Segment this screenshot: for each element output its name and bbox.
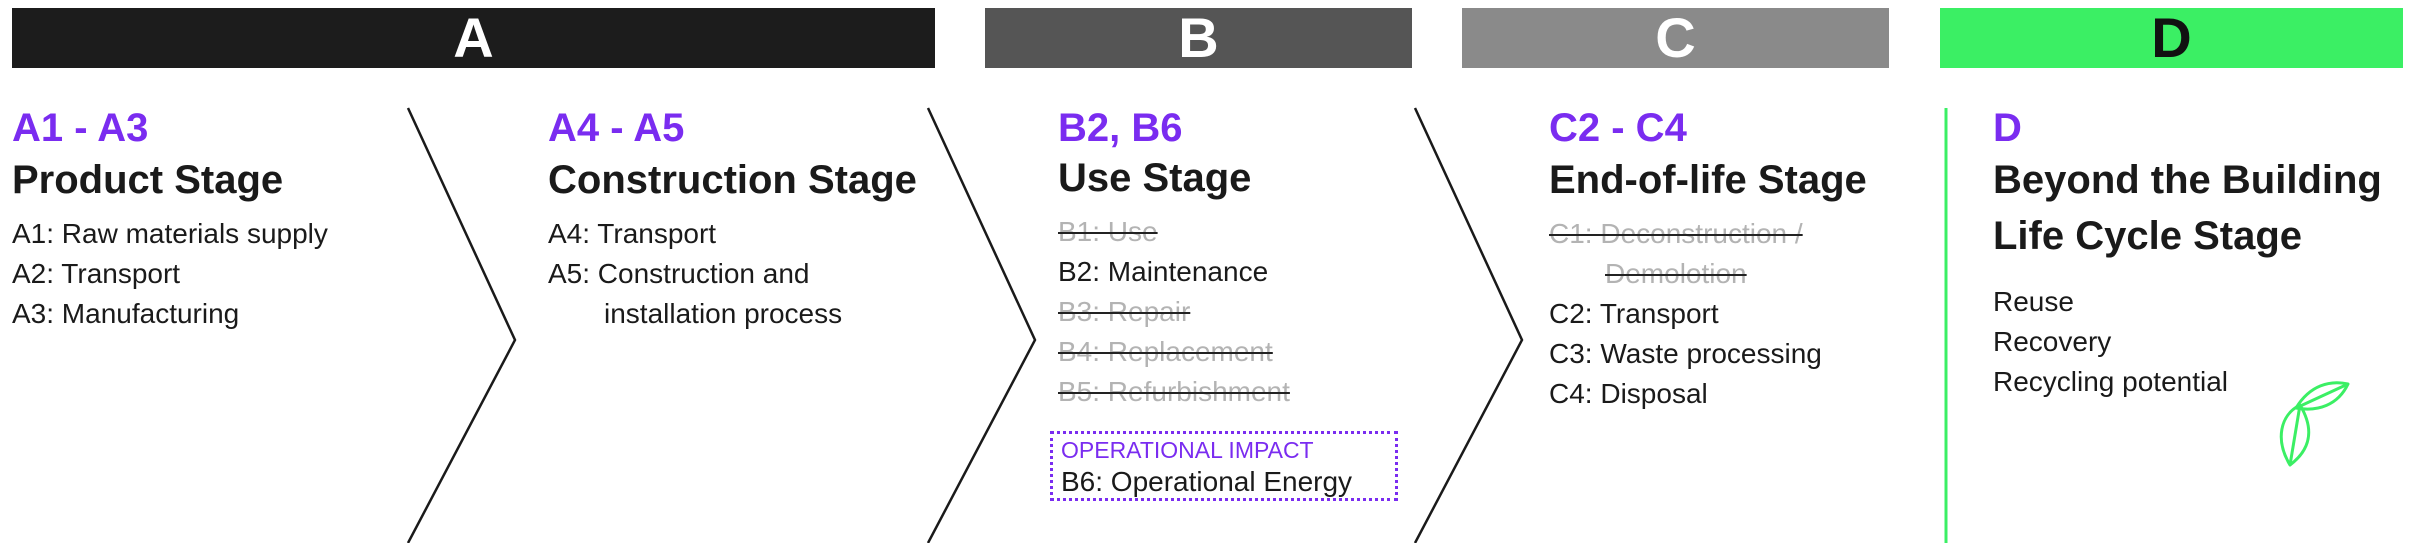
header-bar-b: B — [985, 8, 1412, 68]
list-item-excluded: Demolotion — [1605, 258, 1747, 289]
stage-title: Construction Stage — [548, 158, 917, 202]
divider-chevron-1 — [406, 107, 517, 543]
list-item: Recovery — [1993, 326, 2112, 357]
stage-end-of-life: C2 - C4 End-of-life Stage C1: Deconstruc… — [1549, 104, 1867, 414]
stage-title: Use Stage — [1058, 156, 1252, 200]
operational-impact-label: OPERATIONAL IMPACT — [1061, 437, 1314, 463]
list-item-excluded: B1: Use — [1058, 216, 1158, 247]
stage-product: A1 - A3 Product Stage A1: Raw materials … — [12, 104, 328, 334]
stage-items: A4: Transport A5: Construction and insta… — [548, 214, 917, 334]
list-item: C2: Transport — [1549, 298, 1719, 329]
list-item: installation process — [604, 298, 843, 329]
stage-title-line-2: Life Cycle Stage — [1993, 214, 2303, 258]
list-item-excluded: C1: Deconstruction / — [1549, 218, 1803, 249]
list-item-excluded: B3: Repair — [1058, 296, 1191, 327]
list-item: Recycling potential — [1993, 366, 2229, 397]
stage-title: Product Stage — [12, 158, 284, 202]
divider-chevron-2 — [926, 107, 1037, 543]
list-item-excluded: B4: Replacement — [1058, 336, 1273, 367]
stage-construction: A4 - A5 Construction Stage A4: Transport… — [548, 104, 917, 334]
header-bar-a: A — [12, 8, 935, 68]
stage-title-line-1: Beyond the Building — [1993, 158, 2382, 202]
header-b-label: B — [1178, 6, 1219, 69]
header-d-label: D — [2151, 6, 2192, 69]
stage-items: Reuse Recovery Recycling potential — [1993, 282, 2382, 402]
leaf-icon — [2279, 381, 2350, 467]
divider-chevron-3 — [1413, 107, 1524, 543]
operational-energy-item: B6: Operational Energy — [1061, 466, 1353, 497]
stage-items: A1: Raw materials supply A2: Transport A… — [12, 214, 328, 334]
stage-code: A1 - A3 — [12, 106, 149, 150]
stage-code: C2 - C4 — [1549, 106, 1687, 150]
stage-items: B1: Use B2: Maintenance B3: Repair B4: R… — [1058, 212, 1290, 412]
list-item: Reuse — [1993, 286, 2074, 317]
list-item: A4: Transport — [548, 218, 717, 249]
stage-code: D — [1993, 106, 2022, 150]
list-item: A2: Transport — [12, 258, 181, 289]
stage-beyond: D Beyond the Building Life Cycle Stage R… — [1993, 104, 2382, 402]
list-item: A5: Construction and — [548, 258, 810, 289]
header-a-label: A — [453, 6, 494, 69]
list-item-excluded: B5: Refurbishment — [1058, 376, 1290, 407]
stage-title: End-of-life Stage — [1549, 158, 1867, 202]
header-c-label: C — [1655, 6, 1696, 69]
header-bar-d: D — [1940, 8, 2403, 68]
list-item: C3: Waste processing — [1549, 338, 1822, 369]
operational-impact-box: OPERATIONAL IMPACT B6: Operational Energ… — [1050, 431, 1398, 501]
list-item: A3: Manufacturing — [12, 298, 240, 329]
stage-code: A4 - A5 — [548, 106, 685, 150]
stage-items: C1: Deconstruction / Demolotion C2: Tran… — [1549, 214, 1867, 414]
header-bar-c: C — [1462, 8, 1889, 68]
stage-code: B2, B6 — [1058, 106, 1183, 150]
list-item: C4: Disposal — [1549, 378, 1708, 409]
stage-use: B2, B6 Use Stage B1: Use B2: Maintenance… — [1058, 104, 1290, 412]
list-item: B2: Maintenance — [1058, 256, 1269, 287]
list-item: A1: Raw materials supply — [12, 218, 328, 249]
